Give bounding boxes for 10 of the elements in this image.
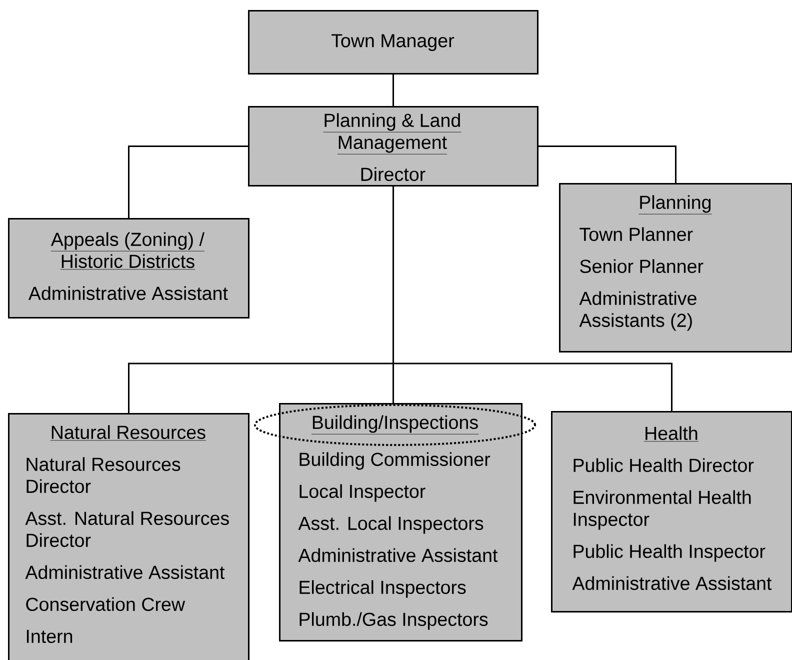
connector-line (392, 74, 394, 106)
connector-line (392, 186, 672, 411)
org-box: Planning Town Planner Senior Planner Administrative Assistants (2) (559, 183, 792, 352)
org-box: Natural Resources Natural Resources Director Asst. Natural Resources Director Administrative Assistant Conservation Crew Intern (8, 413, 250, 660)
connector-line (538, 146, 676, 183)
org-box: Health Public Health Director Environmental Health Inspector Public Health Inspector Administrative Assistant (551, 411, 792, 612)
org-box: Town Manager (248, 10, 538, 74)
org-box: Planning & Land Management Director (248, 106, 538, 186)
connector-line (128, 146, 248, 218)
org-box: Appeals (Zoning) / Historic Districts Administrative Assistant (8, 218, 250, 318)
